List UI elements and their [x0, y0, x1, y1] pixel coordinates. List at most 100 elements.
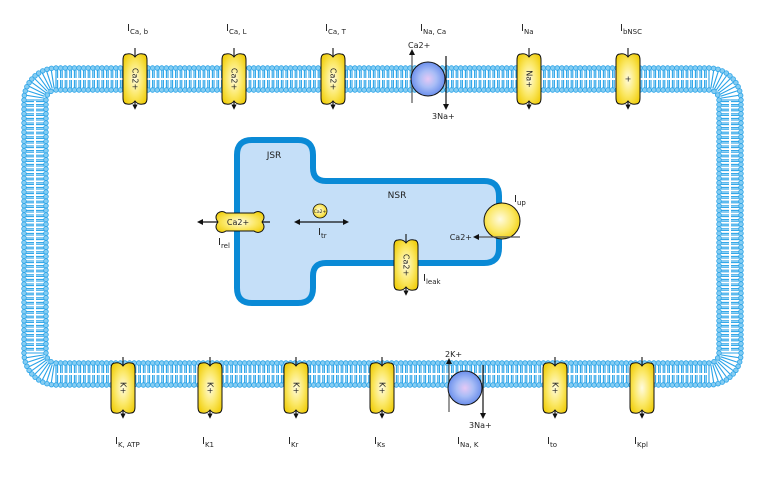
lipid-head [738, 216, 744, 223]
lipid-head [21, 281, 27, 287]
lipid-head [733, 79, 739, 86]
lipid-head [738, 336, 744, 342]
lipid-head [430, 360, 436, 366]
lipid-head [246, 87, 252, 93]
lipid-head [716, 276, 722, 283]
lipid-head [228, 360, 234, 366]
lipid-head [283, 65, 289, 71]
lipid-head [701, 360, 708, 366]
lipid-head [738, 262, 744, 269]
lipid-head [692, 87, 698, 93]
lipid-head [710, 381, 717, 388]
lipid-head [99, 360, 105, 366]
lipid-head [738, 212, 744, 218]
lipid-head [586, 382, 593, 388]
lipid-head [439, 382, 445, 388]
lipid-head [651, 87, 657, 93]
lipid-head [43, 341, 49, 347]
lipid-head [90, 382, 96, 388]
lipid-head [467, 87, 473, 93]
lipid-head [43, 285, 49, 292]
lipid-head [26, 79, 32, 86]
lipid-head [716, 262, 722, 269]
lipid-head [43, 134, 49, 140]
current-ito-channel: K+ [542, 357, 568, 419]
lipid-head [687, 382, 694, 388]
lipid-head [21, 267, 27, 273]
lipid-head [480, 87, 487, 93]
lipid-head [43, 138, 49, 145]
lipid-head [301, 87, 308, 93]
lipid-head [660, 87, 666, 93]
lipid-head [416, 382, 422, 388]
lipid-head [71, 65, 78, 71]
lipid-head [21, 276, 27, 283]
lipid-head [531, 382, 537, 388]
lipid-head [21, 249, 27, 255]
lipid-head [343, 382, 349, 388]
lipid-head [416, 360, 422, 366]
lipid-head [356, 65, 363, 71]
lipid-head [738, 290, 744, 296]
current-ik-atp-label: IK, ATP [115, 436, 140, 449]
lipid-head [421, 360, 427, 366]
lipid-head [43, 147, 49, 154]
lipid-head [149, 65, 156, 71]
lipid-head [513, 382, 519, 388]
lipid-head [485, 65, 491, 71]
lipid-head [678, 87, 685, 93]
lipid-head [716, 143, 722, 149]
lipid-head [361, 65, 367, 71]
lipid-head [687, 360, 694, 366]
lipid-head [716, 124, 722, 131]
lipid-head [536, 382, 542, 388]
current-ica-b-channel: Ca2+ [122, 48, 148, 110]
current-ik-atp-channel-body [110, 362, 136, 414]
jsr-label: JSR [266, 151, 282, 161]
lipid-head [716, 322, 722, 329]
lipid-head [738, 147, 744, 154]
lipid-head [21, 327, 27, 333]
lipid-head [738, 189, 744, 195]
lipid-head [255, 87, 262, 93]
lipid-head [716, 290, 722, 296]
lipid-head [716, 101, 722, 108]
lipid-head [711, 88, 717, 95]
current-ibnsc-channel: + [615, 48, 641, 110]
lipid-head [715, 381, 721, 387]
lipid-head [738, 193, 744, 200]
lipid-head [310, 382, 317, 388]
lipid-head [738, 350, 744, 356]
lipid-head [246, 65, 252, 71]
lipid-head [716, 281, 722, 287]
lipid-head [140, 360, 147, 366]
lipid-head [706, 87, 712, 93]
lipid-head [655, 382, 662, 388]
itr-transfer: Ca2+ Itr [294, 203, 349, 240]
lipid-head [361, 87, 367, 93]
lipid-head [103, 360, 110, 366]
lipid-head [21, 143, 27, 149]
lipid-head [163, 360, 170, 366]
lipid-head [209, 65, 216, 71]
lipid-head [21, 308, 27, 315]
nsr-label: NSR [388, 191, 407, 201]
current-inak-exchanger-out-ion: 2K+ [445, 350, 462, 359]
lipid-head [177, 65, 183, 71]
lipid-head [692, 360, 698, 366]
lipid-head [43, 101, 49, 108]
lipid-head [278, 360, 285, 366]
lipid-head [43, 226, 49, 232]
current-ik1-label: IK1 [202, 436, 214, 449]
lipid-head [43, 184, 49, 191]
lipid-head [191, 87, 197, 93]
lipid-head [586, 65, 593, 71]
current-ina-channel: Na+ [516, 48, 542, 110]
lipid-head [43, 193, 49, 200]
lipid-head [154, 65, 160, 71]
lipid-head [43, 230, 49, 237]
lipid-head [90, 87, 96, 93]
lipid-head [21, 272, 27, 278]
irel-channel: Ca2+ Irel [197, 211, 270, 250]
lipid-head [398, 382, 404, 388]
